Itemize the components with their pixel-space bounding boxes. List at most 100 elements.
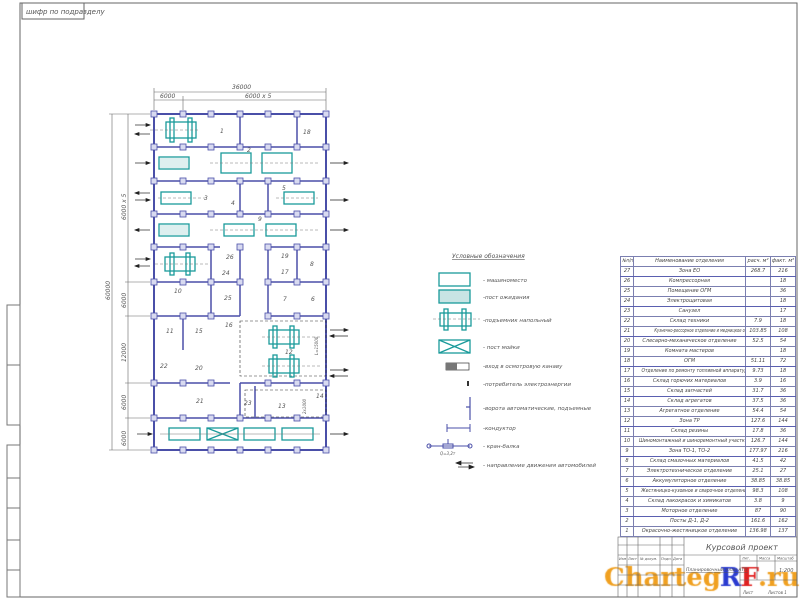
row-name-text: Комната мастеров: [664, 348, 715, 354]
row-fact-area: 72: [770, 356, 796, 367]
row-num: 27: [620, 266, 634, 277]
row-num-text: 24: [623, 298, 631, 304]
waiting-post-icon: [438, 289, 471, 304]
column-icon: [150, 278, 158, 286]
row-name: Зона ЕО: [633, 266, 746, 277]
row-num-text: 6: [625, 478, 629, 484]
row-num: 13: [620, 406, 634, 417]
row-num-text: 21: [623, 328, 631, 334]
row-fact-area-text: 36: [779, 288, 787, 294]
row-num: 18: [620, 356, 634, 367]
row-num: 19: [620, 346, 634, 357]
row-calc-area-text: 52.5: [752, 338, 764, 344]
row-fact-area: 36: [770, 286, 796, 297]
row-calc-area: 127.6: [745, 416, 771, 427]
arrow-head-icon: [134, 263, 140, 269]
row-num-text: 16: [623, 378, 631, 384]
row-name: Посты Д-1, Д-2: [633, 516, 746, 527]
row-num-text: 10: [623, 438, 631, 444]
row-name-text: Помещение ОГМ: [667, 288, 712, 294]
column-icon: [322, 379, 330, 387]
row-fact-area: 216: [770, 446, 796, 457]
row-fact-area-text: 137: [778, 528, 788, 534]
column-icon: [207, 312, 215, 320]
row-name: Склад резины: [633, 426, 746, 437]
arrow-head-icon: [145, 122, 151, 128]
col-sign: Подп.: [661, 557, 672, 561]
row-calc-area-text: 177.97: [749, 448, 767, 454]
row-fact-area: 144: [770, 436, 796, 447]
row-calc-area: 9.73: [745, 366, 771, 377]
header-fact: факт. м²: [770, 256, 796, 267]
row-num-text: 8: [625, 458, 629, 464]
arrow-head-icon: [147, 431, 153, 437]
row-name-text: ОГМ: [683, 358, 696, 364]
column-icon: [150, 379, 158, 387]
row-num: 12: [620, 416, 634, 427]
row-num-text: 25: [623, 288, 631, 294]
row-fact-area-text: 216: [778, 448, 788, 454]
row-name: Моторное отделение: [633, 506, 746, 517]
room-label: 15: [195, 328, 203, 335]
column-icon: [322, 414, 330, 422]
column-icon: [293, 110, 301, 118]
row-name-text: Агрегатное отделение: [659, 408, 720, 414]
row-fact-area-text: 36: [779, 388, 787, 394]
column-icon: [322, 177, 330, 185]
column-icon: [179, 143, 187, 151]
legend-item-label: -ворота автоматические, подъемные: [483, 406, 592, 412]
row-fact-area: 27: [770, 466, 796, 477]
row-calc-area-text: 3.8: [754, 498, 762, 504]
row-name: Комната мастеров: [633, 346, 746, 357]
room-label: 9: [258, 216, 262, 223]
row-fact-area-text: 36: [779, 428, 787, 434]
row-calc-area: 7.9: [745, 316, 771, 327]
floor-plan: 36000 6000 6000 x 5 6000 x 5 60000 6000 …: [105, 84, 349, 454]
row-name: Зона ТО-1, ТО-2: [633, 446, 746, 457]
room-label: 21: [196, 398, 204, 405]
column-icon: [293, 210, 301, 218]
crane-dim: L=15000: [314, 336, 319, 355]
rooms-table: №п/п Наименование отделения расч. м² фак…: [620, 256, 796, 537]
row-name: Жестяницко-кузовное и сварочное отделени…: [633, 486, 746, 497]
row-name-text: Посты Д-1, Д-2: [670, 518, 709, 524]
dim-vert-bays: 6000 x 5: [121, 193, 128, 220]
row-name-text: Электротехническое отделение: [646, 468, 733, 474]
row-fact-area-text: 108: [778, 488, 788, 494]
column-icon: [207, 177, 215, 185]
header-num-text: №п/п: [622, 258, 633, 264]
row-num-text: 5: [625, 488, 629, 494]
lit-label: Лит.: [741, 557, 750, 561]
row-num: 9: [620, 446, 634, 457]
row-fact-area-text: 18: [779, 368, 787, 374]
column-icon: [293, 143, 301, 151]
waiting-post-icon: [158, 156, 190, 170]
row-num: 8: [620, 456, 634, 467]
row-name: ОГМ: [633, 356, 746, 367]
row-num-text: 3: [625, 508, 629, 514]
row-fact-area: 18: [770, 366, 796, 377]
row-num-text: 15: [623, 388, 631, 394]
row-num-text: 14: [623, 398, 631, 404]
conductor-icon: [446, 424, 471, 432]
column-icon: [207, 278, 215, 286]
row-calc-area-text: 17.8: [752, 428, 764, 434]
dim-bays: 6000 x 5: [245, 93, 272, 100]
arrow-head-icon: [329, 373, 335, 379]
room-label: 19: [281, 253, 289, 260]
col-date: Дата: [672, 557, 682, 561]
column-icon: [150, 110, 158, 118]
row-name: Склад горючих материалов: [633, 376, 746, 387]
row-fact-area: 144: [770, 416, 796, 427]
row-name-text: Компрессорная: [669, 278, 710, 284]
column-icon: [236, 446, 244, 454]
row-calc-area: 126.7: [745, 436, 771, 447]
sheet-frame: [19, 2, 798, 598]
column-icon: [179, 177, 187, 185]
row-calc-area: 87: [745, 506, 771, 517]
room-label: 17: [281, 269, 289, 276]
row-fact-area-text: 216: [778, 268, 788, 274]
row-fact-area-text: 18: [779, 278, 787, 284]
